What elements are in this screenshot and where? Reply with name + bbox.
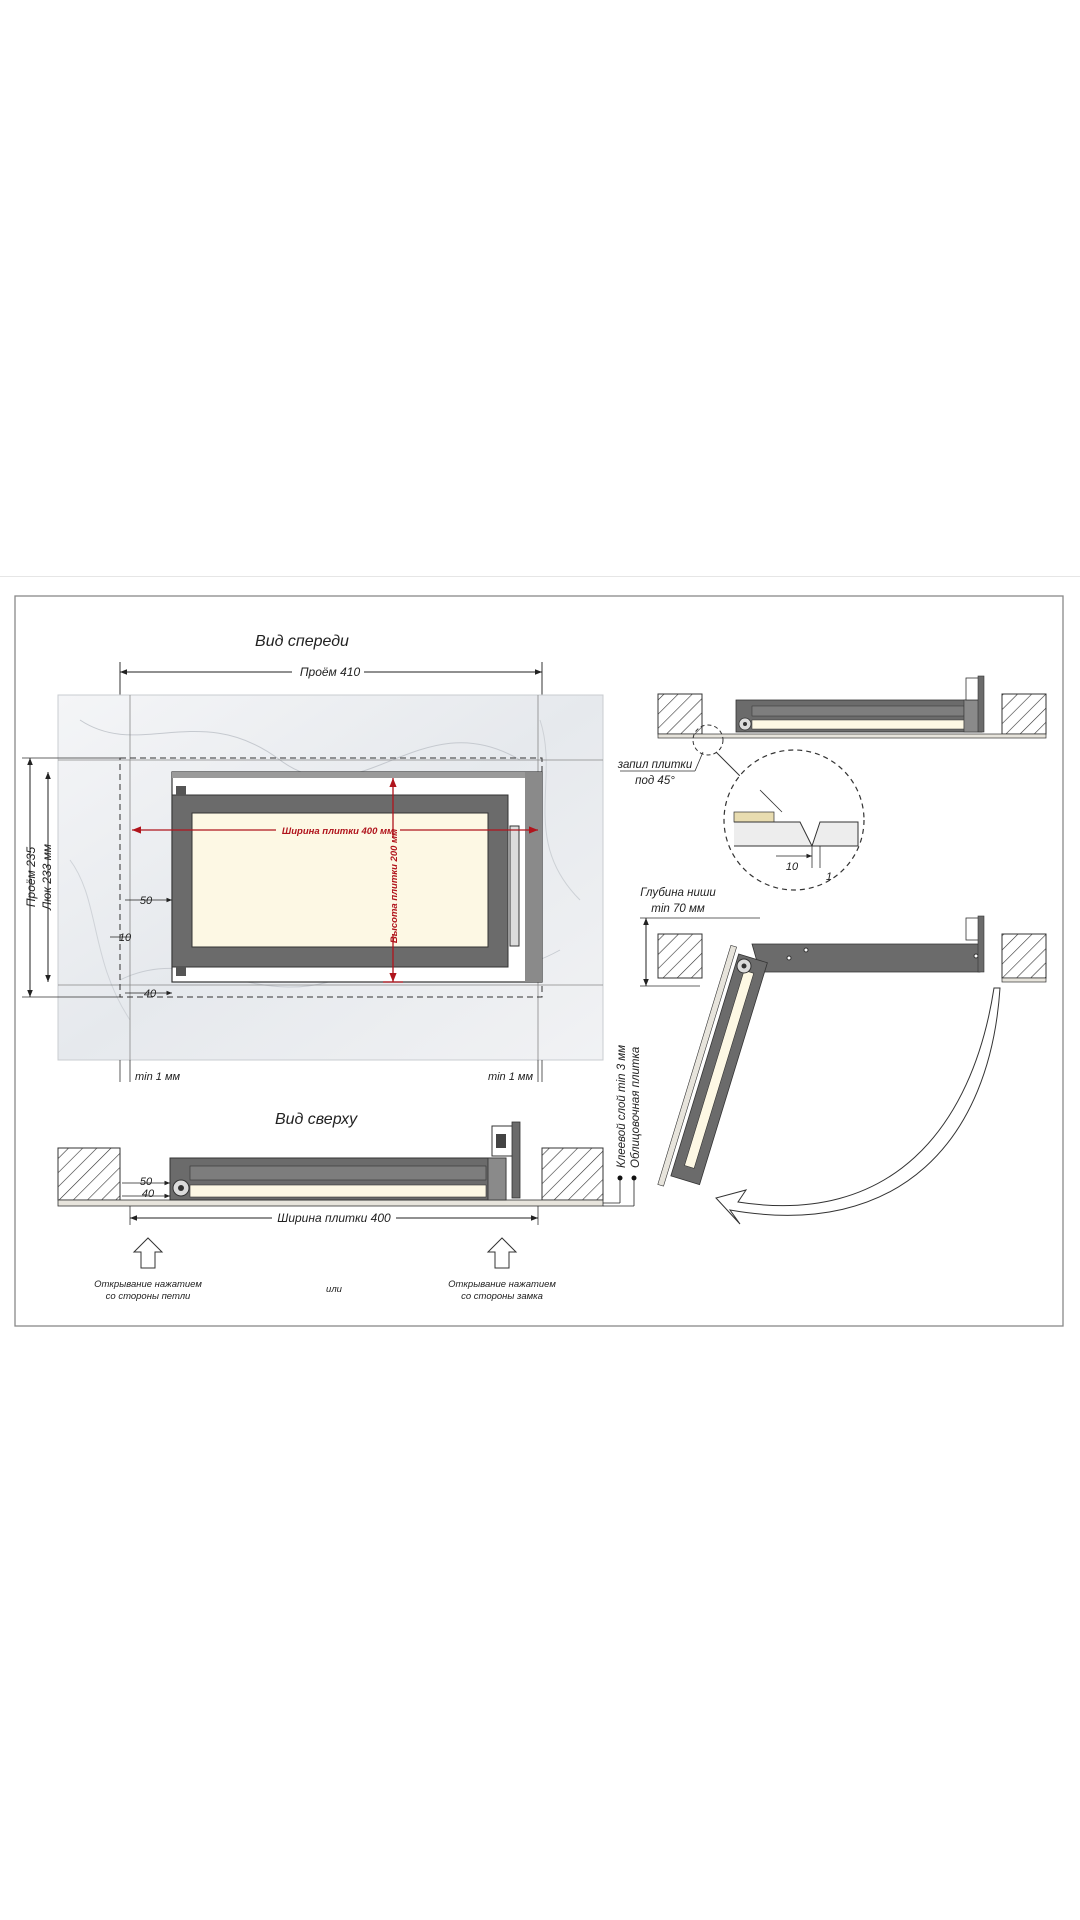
facing-tile-label: Облицовочная плитка — [630, 1047, 642, 1168]
tile-layer-line — [57, 1199, 604, 1207]
arrow-up-left — [132, 1237, 164, 1269]
glue-layer-label: Клеевой слой min 3 мм — [616, 1045, 628, 1168]
top-dim-50-label: 50 — [140, 1176, 153, 1188]
drawing-border — [14, 595, 1064, 1327]
dim-50-label: 50 — [140, 895, 153, 907]
arrow-up-right — [486, 1237, 518, 1269]
door-swing-arrow — [715, 987, 1001, 1225]
top-view: Вид сверху 50 40 Ширина плитки 400 Клеев… — [57, 1045, 642, 1302]
or-label: или — [326, 1284, 343, 1295]
detail-dim-10-label: 10 — [786, 861, 799, 873]
open-lock-side-line1: Открывание нажатием — [448, 1279, 556, 1290]
open-door-tile — [684, 969, 755, 1169]
tile-height-label: Высота плитки 200 мм — [389, 829, 400, 943]
wall-left-section — [57, 1147, 121, 1201]
open-hinge-side-line1: Открывание нажатием — [94, 1279, 202, 1290]
opening-width-label: Проём 410 — [300, 665, 361, 679]
detail-dim-1-label: 1 — [826, 871, 832, 883]
detail-circle — [723, 749, 865, 891]
niche-depth-line1: Глубина ниши — [640, 887, 716, 899]
page-separator-line — [0, 576, 1080, 577]
min-gap-left-label: min 1 мм — [135, 1071, 180, 1083]
opening-height-label: Проём 235 — [24, 847, 38, 908]
dim-10-label: 10 — [119, 932, 132, 944]
front-view: Вид спереди Проём 410 Ширина плитки 4 — [22, 633, 604, 1083]
tile-cut-label-line1: запил плитки — [617, 759, 693, 771]
tile-panel-top — [189, 1184, 487, 1198]
lock-element — [509, 825, 520, 947]
top-view-title: Вид сверху — [275, 1111, 358, 1128]
wall-right-section — [541, 1147, 604, 1201]
min-gap-right-label: min 1 мм — [488, 1071, 533, 1083]
tile-width-label: Ширина плитки 400 мм — [282, 826, 394, 837]
tile-cut-label-line2: под 45° — [635, 775, 675, 787]
open-lock-side-line2: со стороны замка — [461, 1291, 543, 1302]
top-tile-width-label: Ширина плитки 400 — [277, 1211, 391, 1225]
section-view-closed — [657, 675, 1047, 739]
dim-40-label: 40 — [144, 988, 157, 1000]
front-view-title: Вид спереди — [255, 633, 349, 650]
hatch-height-label: Люк 233 мм — [40, 844, 54, 911]
section-view-open: Глубина ниши min 70 мм — [640, 887, 1047, 1225]
open-hinge-side-line2: со стороны петли — [106, 1291, 191, 1302]
niche-depth-line2: min 70 мм — [651, 903, 705, 915]
top-dim-40-label: 40 — [142, 1188, 155, 1200]
tile-cut-detail: 10 1 запил плитки под 45° — [617, 724, 865, 891]
